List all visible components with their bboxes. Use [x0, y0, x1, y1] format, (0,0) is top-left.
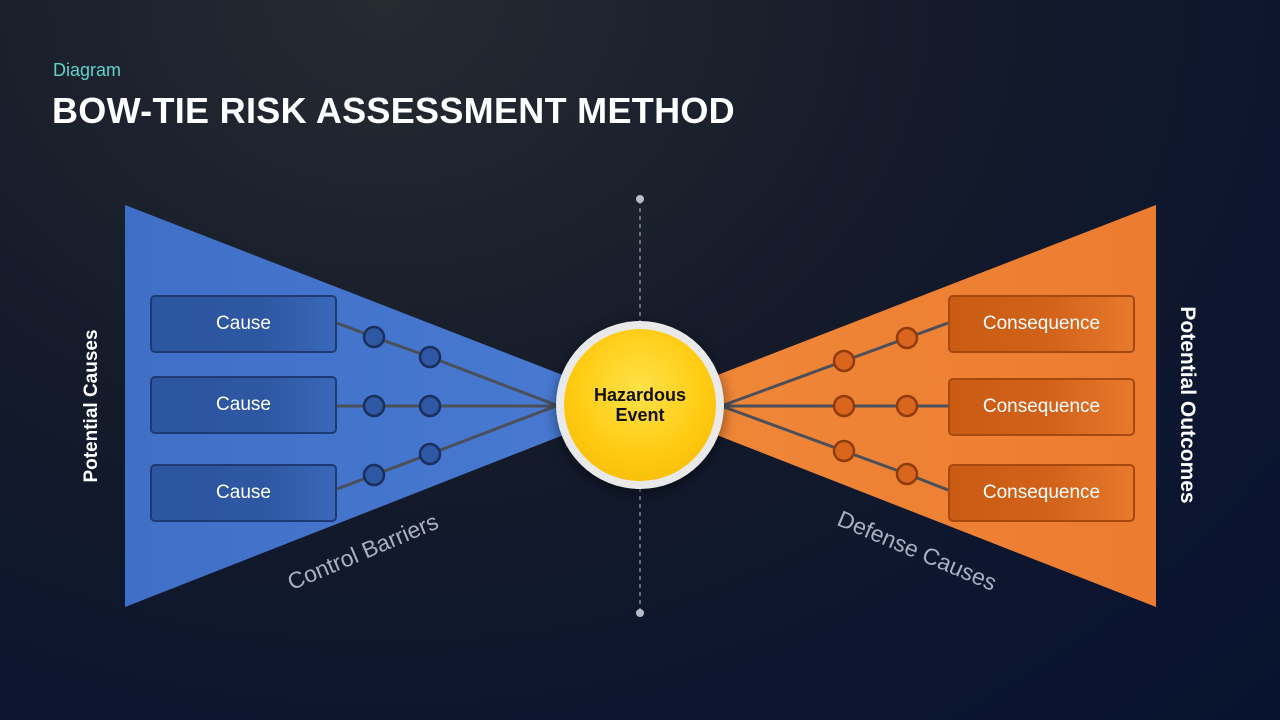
consequence-box-2[interactable]: Consequence [948, 378, 1135, 436]
potential-causes-label: Potential Causes [81, 329, 102, 483]
defense-node [832, 349, 856, 373]
slide-subtitle: Diagram [53, 60, 122, 80]
barrier-node [362, 394, 386, 418]
defense-node [895, 462, 919, 486]
hub-label: Hazardous Event [594, 385, 686, 425]
cause-box-2[interactable]: Cause [150, 376, 337, 434]
defense-node [895, 326, 919, 350]
barrier-node [418, 442, 442, 466]
defense-node [895, 394, 919, 418]
right-connectors [723, 321, 949, 492]
slide-title: BOW-TIE RISK ASSESSMENT METHOD [52, 90, 735, 131]
barrier-node [418, 345, 442, 369]
cause-box-1[interactable]: Cause [150, 295, 337, 353]
barrier-node [418, 394, 442, 418]
consequence-box-3[interactable]: Consequence [948, 464, 1135, 522]
right-defense-nodes [832, 326, 919, 486]
left-barrier-nodes [362, 325, 442, 487]
cause-box-3[interactable]: Cause [150, 464, 337, 522]
defense-node [832, 394, 856, 418]
barrier-node [362, 325, 386, 349]
hub-label-line-1: Hazardous [593, 385, 687, 405]
hub-core: Hazardous Event [564, 329, 716, 481]
defense-node [832, 439, 856, 463]
hub-label-line-2: Event [615, 405, 665, 425]
barrier-node [362, 463, 386, 487]
consequence-box-1[interactable]: Consequence [948, 295, 1135, 353]
left-connectors [336, 321, 557, 491]
hazardous-event-hub[interactable]: Hazardous Event [556, 321, 724, 489]
potential-outcomes-label: Potential Outcomes [1176, 306, 1199, 504]
divider-top-dot [636, 195, 644, 203]
divider-bottom-dot [636, 609, 644, 617]
